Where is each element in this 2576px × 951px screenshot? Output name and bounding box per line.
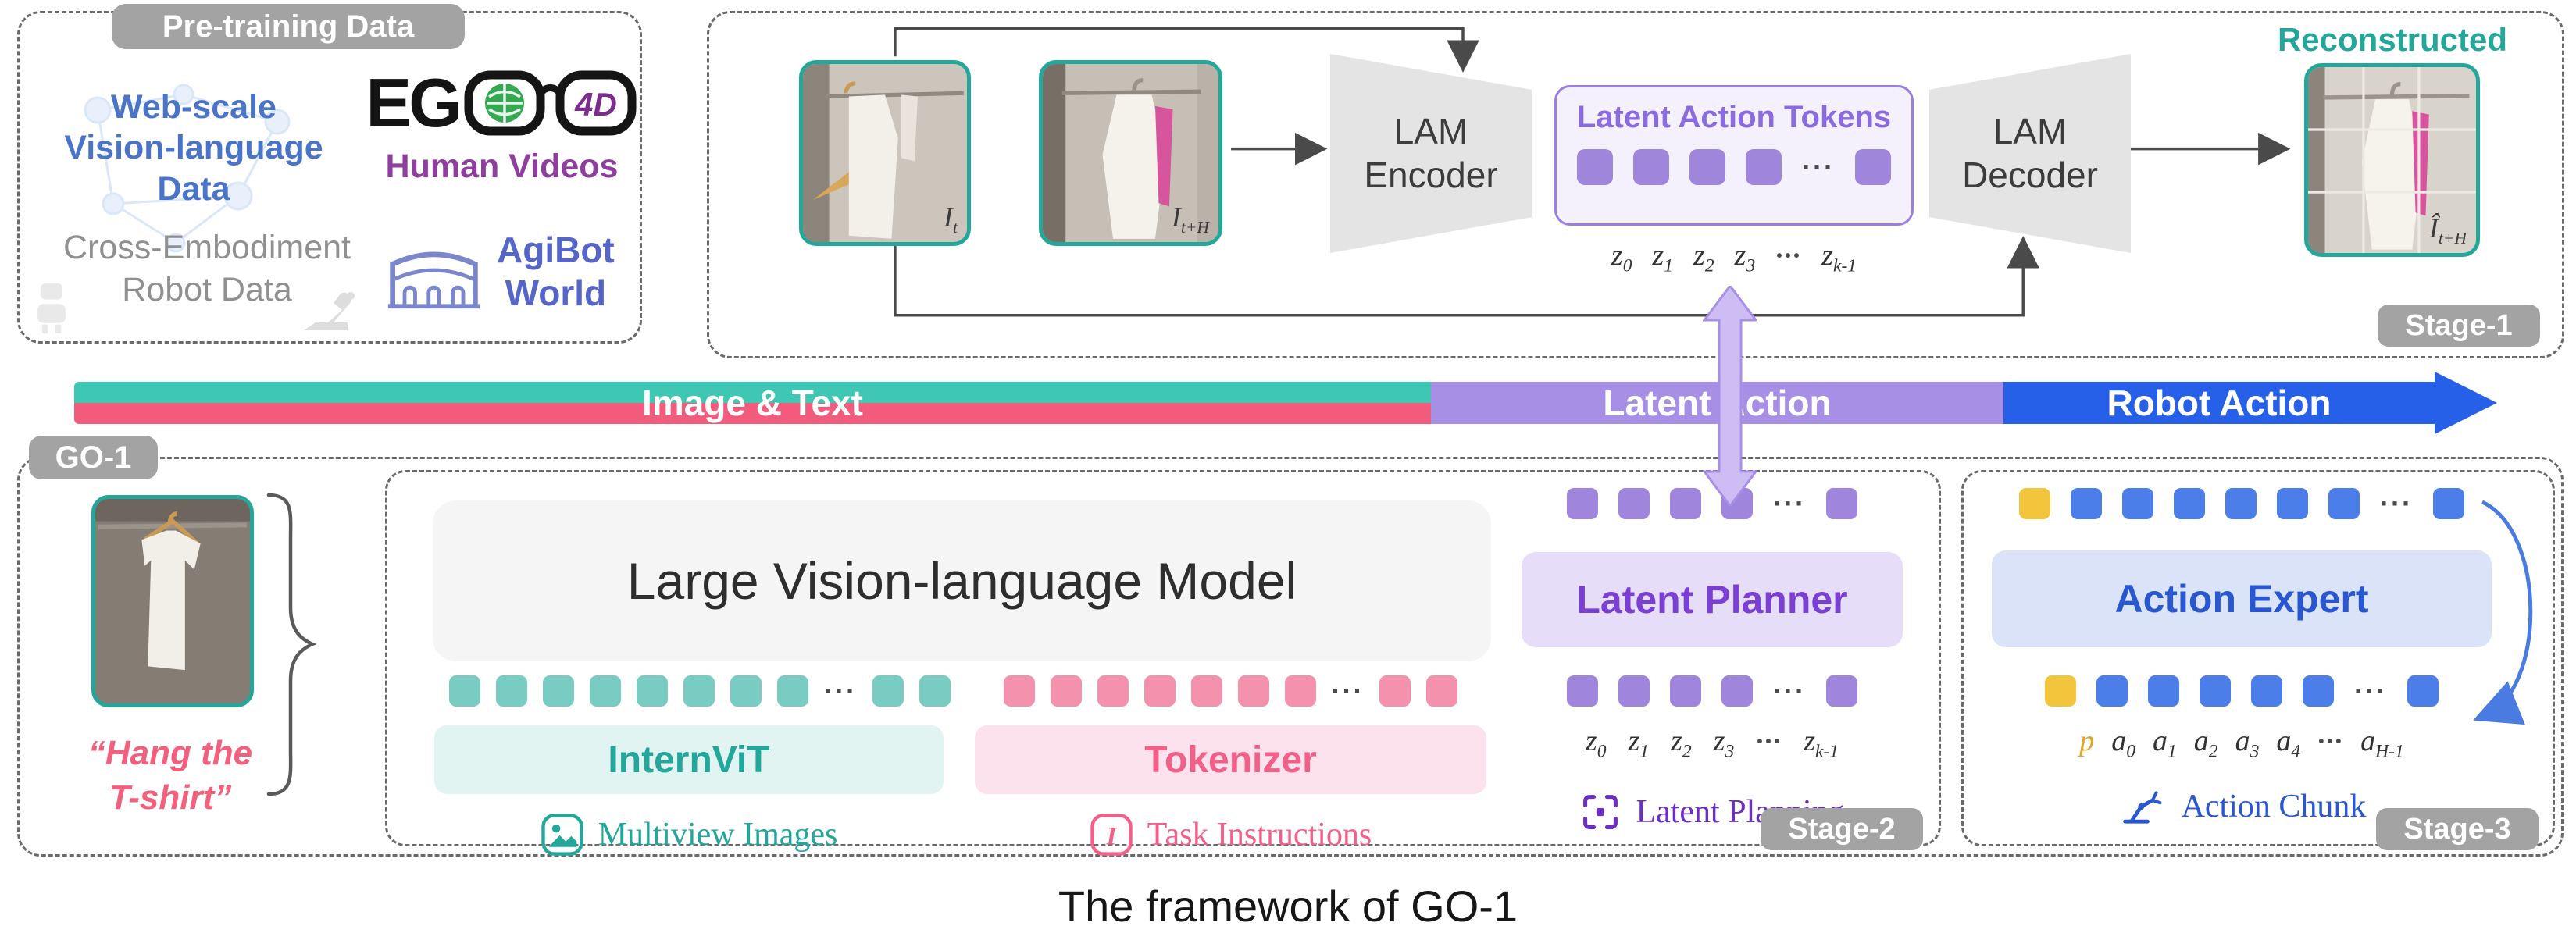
cross-embodiment-line-2: Robot Data	[122, 270, 292, 308]
bar-arrowhead	[2435, 372, 2497, 434]
pretraining-title-pill: Pre-training Data	[112, 4, 465, 49]
reconstructed-image: Ît+H	[2304, 63, 2480, 257]
cross-embodiment-line-1: Cross-Embodiment	[63, 229, 351, 266]
input-group-brace	[266, 493, 317, 796]
stage2-pill: Stage-2	[1761, 808, 1923, 850]
closet-photo-decoration	[95, 499, 250, 671]
latent-action-flow-arrow	[1703, 286, 1757, 506]
bar-text-segment	[74, 403, 1431, 424]
planner-input-token-row: ···	[1522, 488, 1903, 519]
cross-embodiment-label: Cross-Embodiment Robot Data	[35, 227, 379, 312]
task-instruction-quote: “Hang the T-shirt”	[41, 731, 299, 820]
observation-image-t: It	[799, 60, 971, 246]
multiview-images-icon	[541, 814, 583, 856]
text-token-row: ···	[975, 675, 1486, 707]
ego4d-logo: EG 4D Human Videos	[348, 63, 656, 186]
task-instructions-caption: I Task Instructions	[975, 813, 1486, 857]
stage1-box: It It+H LAM Encoder Latent Action Tokens…	[707, 11, 2564, 358]
stage3-pill: Stage-3	[2376, 808, 2539, 850]
action-chunk-caption: Action Chunk	[1992, 786, 2492, 827]
action-expert-box: Action Expert	[1992, 550, 2492, 647]
latent-action-tokens-title: Latent Action Tokens	[1576, 100, 1892, 134]
agibot-world-label: AgiBot World	[497, 229, 615, 315]
task-instructions-icon: I	[1090, 814, 1133, 856]
closet-photo-decoration	[2308, 67, 2476, 253]
agibot-world: AgiBot World	[385, 229, 615, 315]
colosseum-icon	[387, 251, 480, 309]
agibot-line-1: AgiBot	[497, 230, 615, 270]
bar-label-image-text: Image & Text	[642, 383, 863, 423]
robot-arm-icon	[304, 292, 355, 330]
robot-icon	[37, 283, 66, 333]
action-chunk-label: Action Chunk	[2181, 789, 2367, 825]
stage1-connectors	[894, 27, 2291, 317]
web-scale-line-2: Vision-language	[64, 129, 323, 167]
tokenizer-box: Tokenizer	[975, 725, 1486, 794]
svg-text:I: I	[1105, 821, 1117, 850]
network-decoration	[84, 84, 291, 253]
frame-label-recon: Ît+H	[2428, 212, 2467, 248]
bar-label-robot-action: Robot Action	[2107, 383, 2332, 423]
lam-encoder-line-1: LAM	[1393, 111, 1468, 152]
latent-action-token-row: ···	[1557, 149, 1911, 185]
quote-line-2: T-shirt”	[109, 778, 232, 817]
vision-token-row: ···	[434, 675, 965, 707]
reconstructed-label: Reconstructed	[2277, 21, 2508, 58]
latent-planning-icon	[1583, 795, 1618, 829]
stage1-pill: Stage-1	[2378, 305, 2540, 347]
lam-decoder: LAM Decoder	[1929, 54, 2131, 253]
lvlm-box: Large Vision-language Model	[433, 500, 1491, 661]
expert-input-token-row: ···	[1992, 488, 2492, 519]
pretraining-data-box: Pre-training Data Web-scale Vision-langu…	[17, 4, 642, 344]
closet-photo-decoration	[1043, 64, 1218, 242]
web-scale-line-1: Web-scale	[111, 88, 277, 126]
multiview-images-label: Multiview Images	[598, 817, 838, 853]
ego4d-glasses-icon: 4D	[464, 70, 637, 136]
action-chunk-icon	[2122, 791, 2161, 824]
action-cycle-arrow	[2473, 500, 2533, 725]
bar-latent-action-segment	[1431, 382, 2003, 424]
lam-encoder: LAM Encoder	[1330, 54, 1532, 253]
closet-photo-decoration	[803, 64, 964, 242]
observation-image-t-plus-h: It+H	[1039, 60, 1222, 246]
go1-model-box: GO-1 “Hang the T-shirt” Large Vision-lan…	[17, 436, 2564, 857]
expert-output-token-row: ···	[1992, 675, 2492, 707]
human-videos-label: Human Videos	[385, 148, 619, 185]
frame-label-ith: It+H	[1171, 201, 1209, 237]
go1-pill: GO-1	[29, 436, 158, 479]
planner-output-token-row: ···	[1522, 675, 1903, 707]
bar-image-segment	[74, 382, 1431, 403]
ego4d-4d-text: 4D	[574, 86, 617, 123]
stage2-box: Large Vision-language Model ··· ··· Inte…	[385, 470, 1941, 856]
agibot-line-2: World	[505, 272, 607, 314]
internvit-box: InternViT	[434, 725, 944, 794]
task-instructions-label: Task Instructions	[1147, 817, 1372, 853]
latent-action-tokens-box: Latent Action Tokens ···	[1554, 85, 1914, 226]
bar-robot-action-segment	[2003, 382, 2435, 424]
latent-planner-box: Latent Planner	[1522, 552, 1903, 647]
quote-line-1: “Hang the	[87, 734, 253, 772]
lam-encoder-line-2: Encoder	[1364, 154, 1498, 195]
ego4d-eg-text: EG	[366, 64, 462, 141]
bar-label-latent-action: Latent Action	[1603, 383, 1832, 423]
lam-decoder-line-2: Decoder	[1962, 154, 2098, 195]
frame-label-it: It	[944, 201, 958, 237]
figure-caption: The framework of GO-1	[1058, 882, 1518, 931]
tshirt-observation-image	[91, 495, 254, 707]
lam-decoder-line-1: LAM	[1993, 111, 2068, 152]
multiview-images-caption: Multiview Images	[434, 813, 944, 857]
web-scale-line-3: Data	[157, 169, 230, 208]
web-scale-data-label: Web-scale Vision-language Data	[57, 87, 330, 209]
